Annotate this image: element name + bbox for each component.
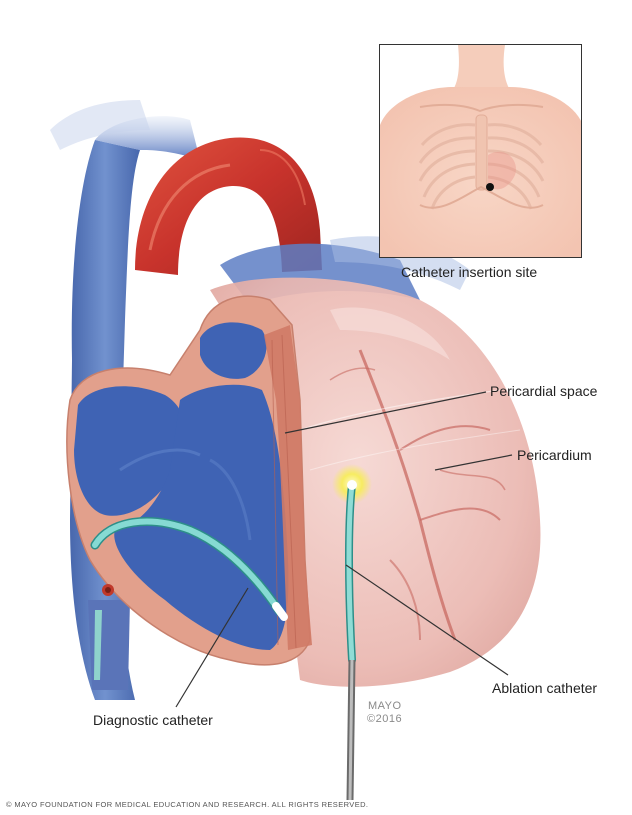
- brand-name: MAYO: [368, 700, 402, 712]
- label-pericardium: Pericardium: [517, 447, 592, 463]
- brand-year: ©2016: [367, 713, 403, 725]
- insertion-point-marker: [486, 183, 494, 191]
- leader-ablation-catheter: [345, 564, 509, 676]
- leader-diagnostic-catheter: [175, 587, 249, 708]
- inset-caption: Catheter insertion site: [401, 264, 538, 280]
- copyright-notice: © MAYO FOUNDATION FOR MEDICAL EDUCATION …: [6, 800, 369, 809]
- label-diagnostic-catheter: Diagnostic catheter: [93, 712, 213, 728]
- ablation-catheter: [332, 464, 372, 801]
- aorta: [135, 137, 322, 275]
- torso-illustration: [380, 45, 581, 257]
- label-pericardial-space: Pericardial space: [490, 383, 598, 399]
- leader-lines: [175, 391, 513, 708]
- label-ablation-catheter: Ablation catheter: [492, 680, 598, 696]
- insertion-site-inset: [379, 44, 582, 258]
- leader-pericardium: [434, 454, 513, 471]
- leader-pericardial-space: [284, 391, 487, 434]
- diagnostic-catheter: [90, 517, 288, 621]
